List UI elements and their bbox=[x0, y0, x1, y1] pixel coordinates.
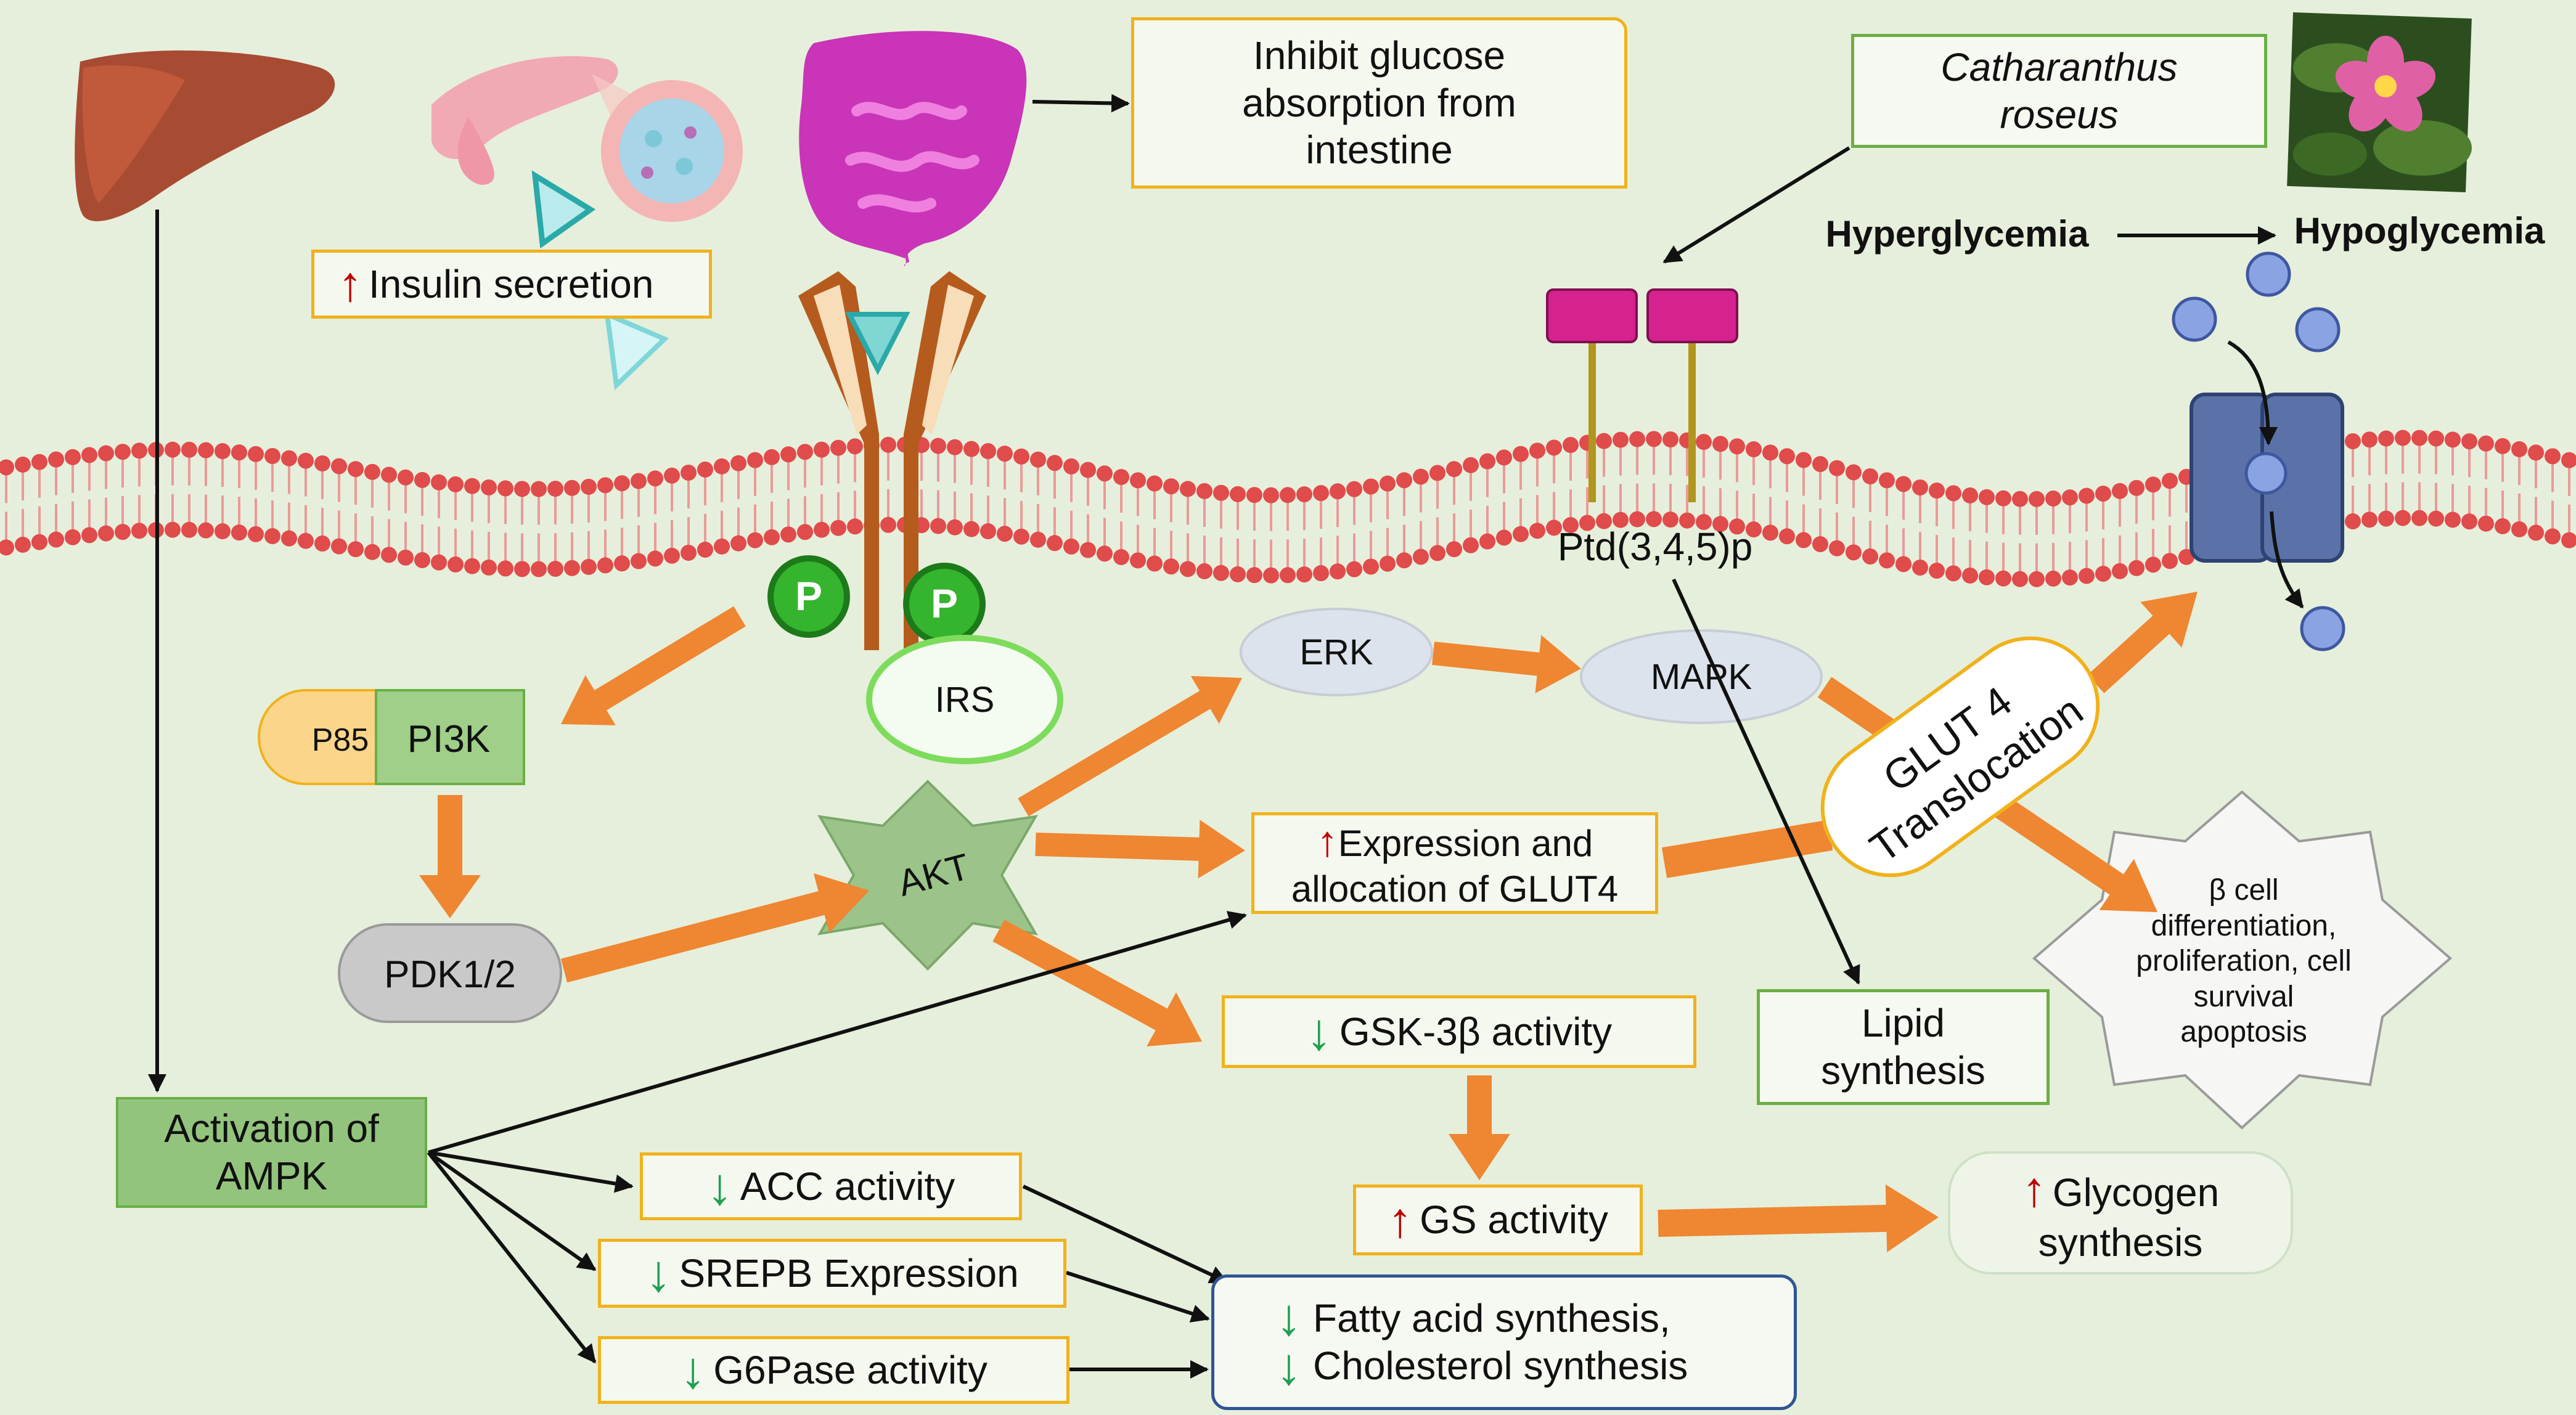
arrow-ampk-to-glut4 bbox=[428, 911, 1247, 1154]
insulin-secretion-box: ↑ Insulin secretion bbox=[311, 250, 712, 319]
srepb-expression-box: ↓ SREPB Expression bbox=[598, 1239, 1066, 1308]
inhibit-glucose-box: Inhibit glucose absorption from intestin… bbox=[1131, 17, 1627, 189]
down-arrow-icon: ↓ bbox=[680, 1340, 706, 1399]
ptd-label: Ptd(3,4,5)p bbox=[1557, 524, 1753, 569]
glucose-molecules bbox=[2172, 251, 2345, 651]
arrow-erk-to-mapk bbox=[1432, 635, 1581, 693]
up-arrow-icon: ↑ bbox=[1316, 817, 1338, 865]
g6pase-activity-box: ↓ G6Pase activity bbox=[598, 1336, 1069, 1404]
arrow-acc-to-fatty bbox=[1022, 1185, 1229, 1284]
gsk-activity-box: ↓ GSK-3β activity bbox=[1222, 995, 1696, 1068]
down-arrow-icon: ↓ bbox=[645, 1244, 672, 1302]
gs-activity-box: ↑ GS activity bbox=[1353, 1185, 1643, 1255]
up-arrow-icon: ↑ bbox=[2021, 1161, 2046, 1217]
insulin-triangle-icon bbox=[531, 170, 596, 249]
catharanthus-label: Catharanthus roseus bbox=[1851, 34, 2267, 148]
arrow-pi3k-to-pdk bbox=[419, 795, 481, 918]
up-arrow-icon: ↑ bbox=[1388, 1192, 1413, 1247]
hypoglycemia-label: Hypoglycemia bbox=[2294, 210, 2545, 251]
pancreas-icon bbox=[431, 56, 743, 222]
arrow-akt-to-expression bbox=[1035, 820, 1245, 879]
arrow-pdk-to-akt bbox=[560, 873, 869, 983]
akt-node: AKT bbox=[817, 780, 1038, 971]
activation-ampk-box: Activation of AMPK bbox=[116, 1097, 427, 1208]
down-arrow-icon: ↓ bbox=[1276, 1288, 1302, 1347]
down-arrow-icon: ↓ bbox=[1276, 1337, 1302, 1395]
up-arrow-icon: ↑ bbox=[338, 256, 362, 311]
irs-node: IRS bbox=[866, 635, 1063, 764]
regulation-arrows bbox=[148, 94, 2276, 1379]
svg-text:IRS: IRS bbox=[935, 680, 995, 720]
svg-text:ERK: ERK bbox=[1299, 632, 1373, 672]
insulin-receptor-icon bbox=[798, 271, 986, 650]
arrow-akt-to-gsk bbox=[992, 920, 1202, 1046]
phosphate-label: P bbox=[795, 573, 822, 619]
arrow-ptd-to-lipid bbox=[1672, 578, 1860, 985]
hyperglycemia-label: Hyperglycemia bbox=[1825, 213, 2089, 255]
beta-cell-label: β cell differentiation, proliferation, c… bbox=[2136, 874, 2352, 1049]
arrow-gsk-to-gs bbox=[1449, 1075, 1510, 1180]
catharanthus-flower-image bbox=[2287, 12, 2472, 192]
svg-text:MAPK: MAPK bbox=[1651, 657, 1752, 697]
phosphate-label: P bbox=[931, 581, 958, 626]
phosphate-group: P bbox=[903, 563, 986, 645]
arrow-ampk-to-srepb bbox=[427, 1151, 597, 1271]
arrow-irs-to-pi3k bbox=[561, 606, 746, 725]
intestine-icon bbox=[799, 31, 1027, 266]
fatty-acid-box: ↓ ↓ Fatty acid synthesis, Cholesterol sy… bbox=[1211, 1274, 1797, 1410]
svg-text:PI3K: PI3K bbox=[407, 718, 490, 761]
arrow-srepb-to-fatty bbox=[1066, 1271, 1210, 1323]
down-arrow-icon: ↓ bbox=[1306, 1002, 1332, 1061]
acc-activity-box: ↓ ACC activity bbox=[640, 1152, 1022, 1220]
pi3k-node: P85 PI3K bbox=[258, 689, 525, 785]
lipid-synthesis-box: Lipid synthesis bbox=[1757, 989, 2050, 1105]
arrow-catharanthus-to-receptor bbox=[1662, 146, 1850, 264]
arrow-akt-to-erk bbox=[1018, 675, 1242, 817]
pdk-node: PDK1/2 bbox=[338, 923, 562, 1023]
svg-text:PDK1/2: PDK1/2 bbox=[384, 953, 516, 996]
arrow-ampk-to-acc bbox=[428, 1151, 634, 1193]
liver-icon bbox=[75, 50, 335, 221]
svg-text:P85: P85 bbox=[312, 722, 369, 758]
mapk-node: MAPK bbox=[1580, 629, 1823, 724]
down-arrow-icon: ↓ bbox=[706, 1157, 733, 1215]
insulin-triangle-icon bbox=[604, 310, 669, 391]
arrow-intestine-to-inhibit bbox=[1032, 94, 1130, 113]
phosphate-group: P bbox=[767, 555, 850, 638]
expression-glut4-box: ↑Expression and allocation of GLUT4 bbox=[1251, 812, 1658, 914]
arrow-ampk-to-g6pase bbox=[427, 1151, 597, 1364]
glycogen-synthesis-box: ↑Glycogen synthesis bbox=[1948, 1151, 2293, 1274]
arrow-glut4-to-transporter bbox=[2087, 592, 2198, 693]
ptd-receptor-icon bbox=[1546, 288, 1738, 502]
arrow-gs-to-glycogen bbox=[1658, 1184, 1939, 1252]
erk-node: ERK bbox=[1240, 608, 1433, 696]
